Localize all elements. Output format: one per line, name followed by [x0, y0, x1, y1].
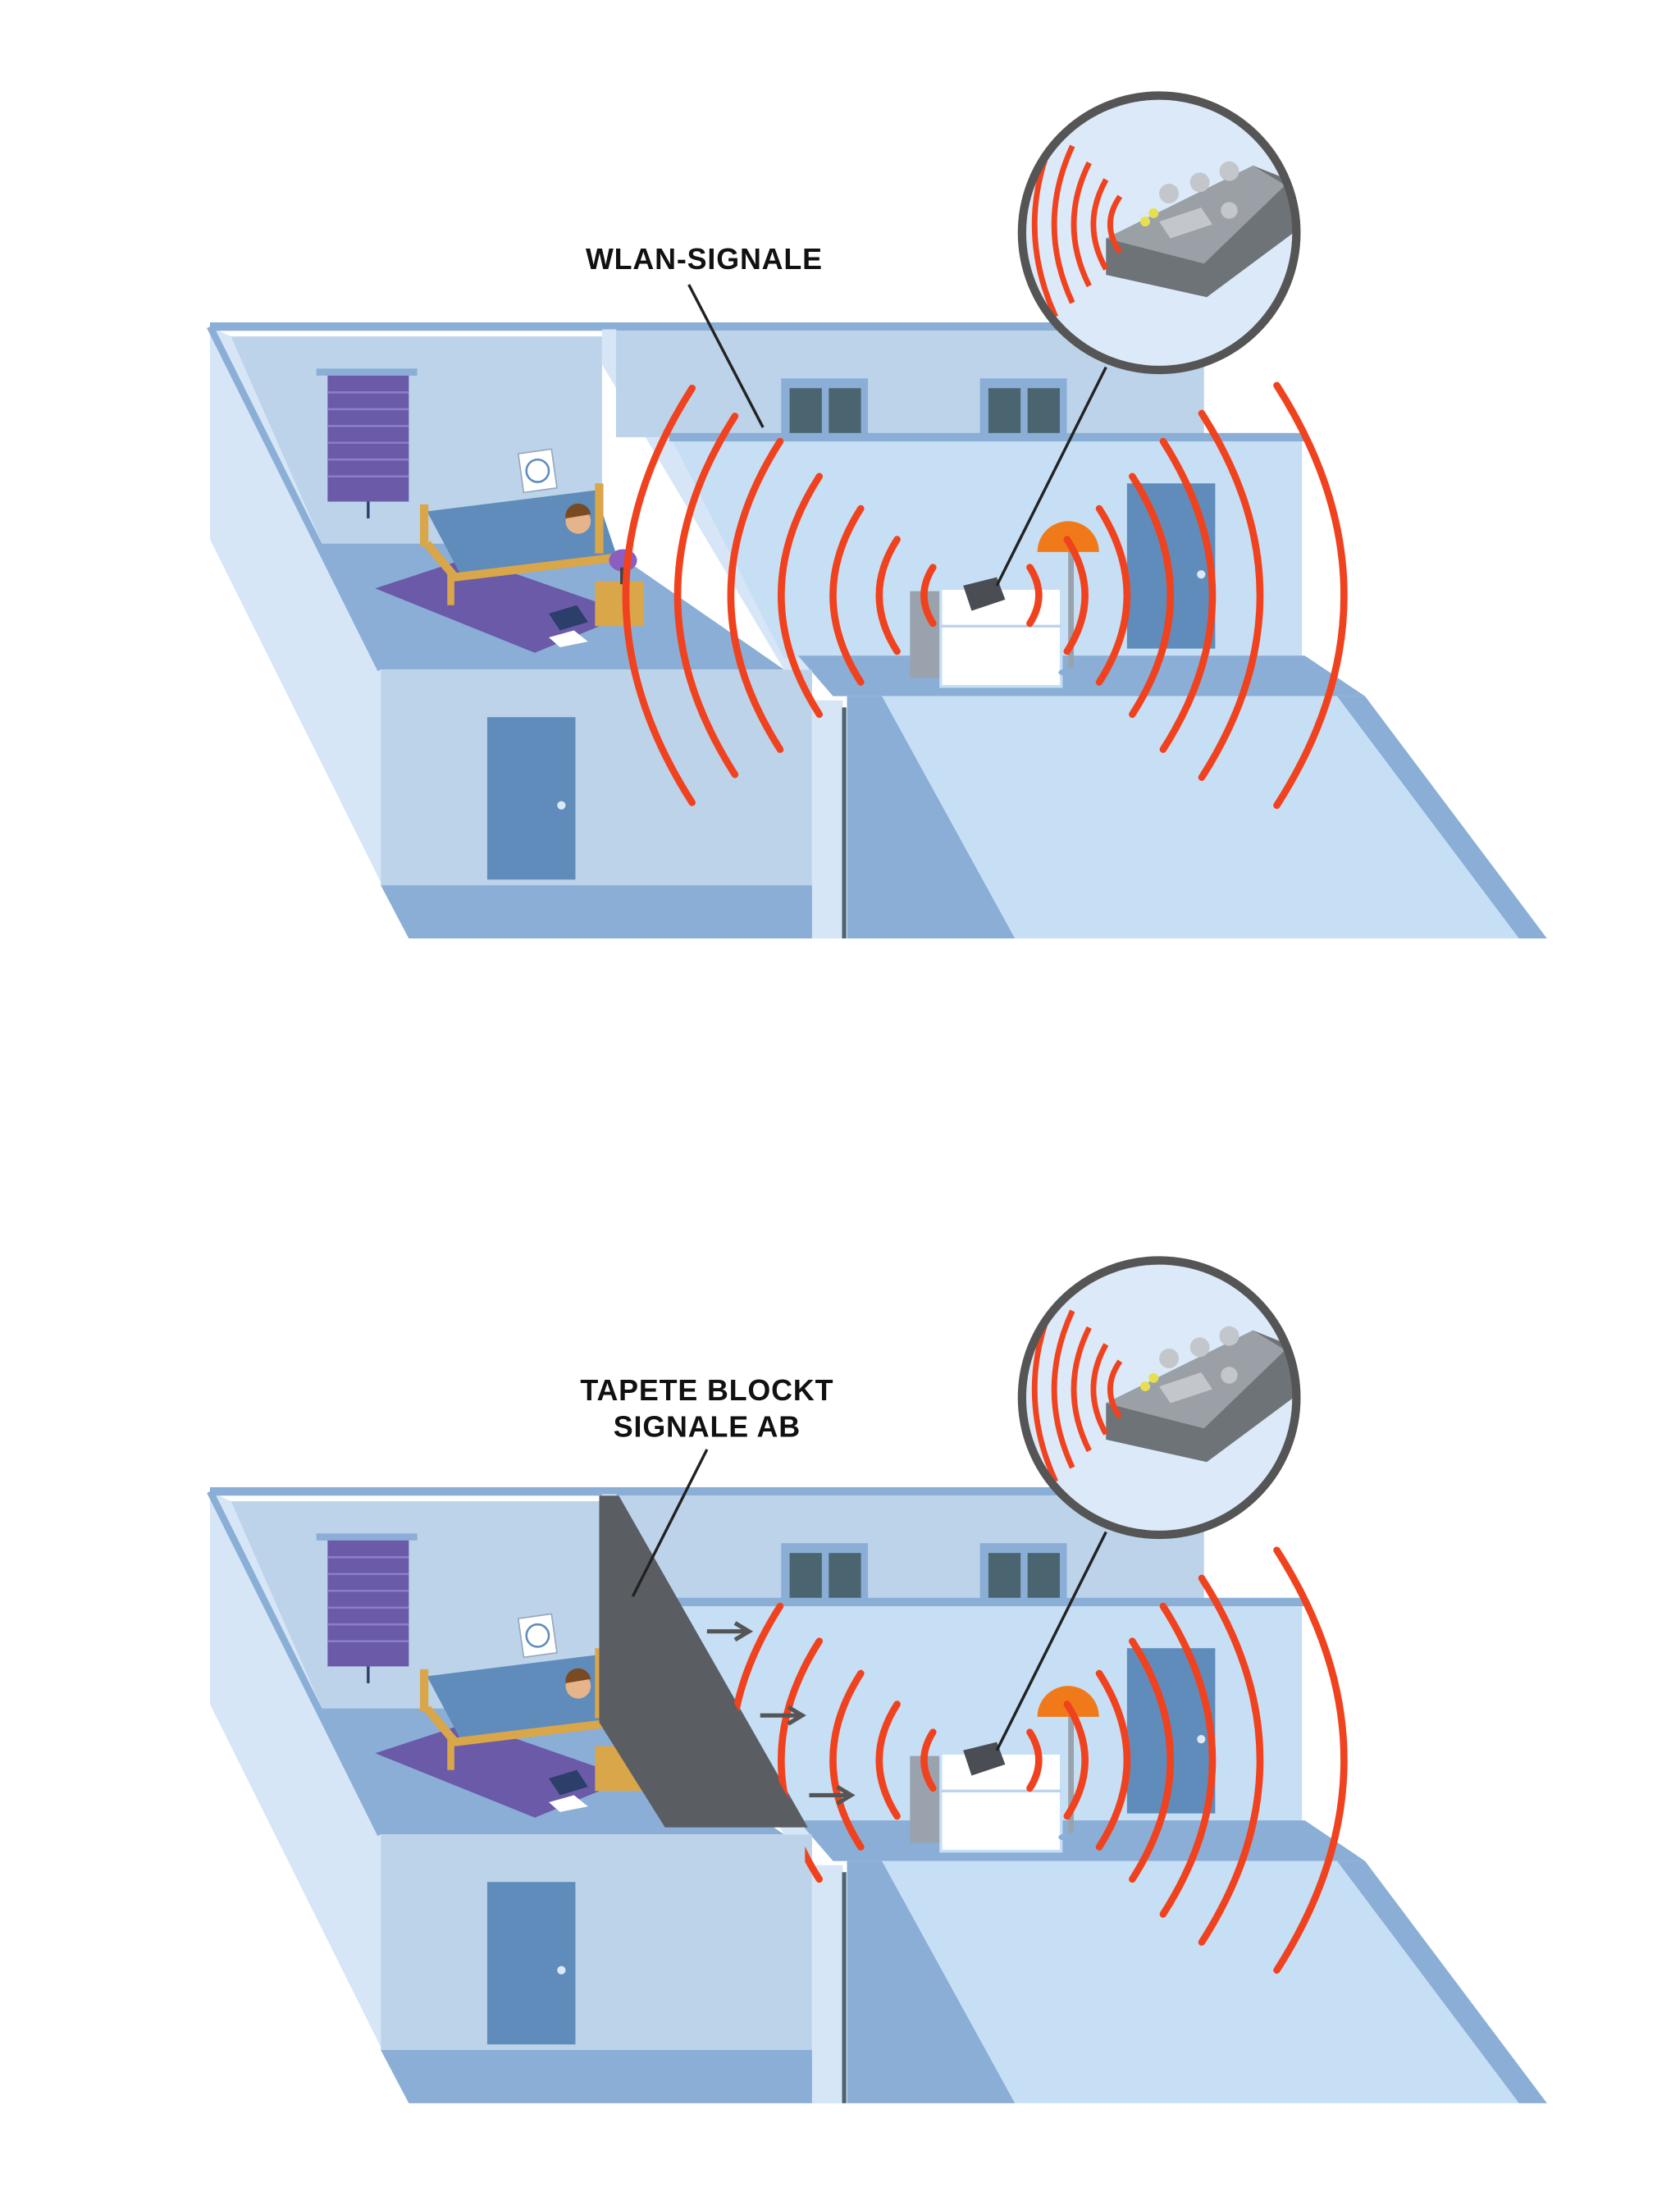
blocked-arrows [706, 1621, 856, 1806]
signal-arc [1198, 1574, 1264, 1946]
label-leader-line [687, 284, 765, 428]
signal-arc [1063, 1701, 1089, 1820]
signal-arc [875, 536, 901, 655]
signal-arc [1063, 536, 1089, 655]
pointer-line [995, 1531, 1107, 1751]
signal-arc [1273, 1546, 1348, 1975]
signal-arc [622, 384, 696, 806]
house-floorplan [210, 1491, 1547, 2103]
signal-arc [1026, 1728, 1043, 1792]
label-tapete-line1: TAPETE BLOCKT [580, 1374, 833, 1407]
signal-arcs [622, 381, 1348, 810]
arrow-right-icon [706, 1621, 754, 1642]
signal-arc [920, 564, 937, 628]
signal-arc [829, 1669, 865, 1851]
arrow-right-icon [760, 1705, 806, 1726]
panel-wifi-signals: WLAN-SIGNALE [210, 96, 1547, 938]
signal-arc [1026, 564, 1043, 628]
signal-arc [673, 413, 739, 778]
signal-arc [1159, 437, 1217, 753]
signal-arc [778, 473, 824, 719]
signal-arc [1159, 1602, 1217, 1918]
router-magnifier [1022, 96, 1305, 371]
house-floorplan [210, 326, 1547, 938]
signal-arc [1095, 1669, 1131, 1851]
signal-arc [1198, 409, 1264, 781]
router-magnifier [1022, 1260, 1305, 1535]
pointer-line [995, 366, 1107, 587]
signal-arc [1273, 381, 1348, 810]
panel-wallpaper-blocks [210, 1491, 1547, 2103]
shielding-wallpaper [599, 1495, 808, 1828]
label-leader-line [631, 1449, 709, 1597]
signal-arc [920, 1728, 937, 1792]
label-wlan-signale: WLAN-SIGNALE [586, 243, 823, 276]
signal-arc [727, 437, 784, 753]
signal-arc [1129, 473, 1174, 719]
signal-arc [1129, 1637, 1174, 1883]
signal-arc [829, 504, 865, 686]
arrow-right-icon [809, 1784, 856, 1806]
signal-arc [875, 1701, 901, 1820]
signal-arc [1095, 504, 1131, 686]
label-tapete-line2: SIGNALE AB [614, 1411, 801, 1444]
